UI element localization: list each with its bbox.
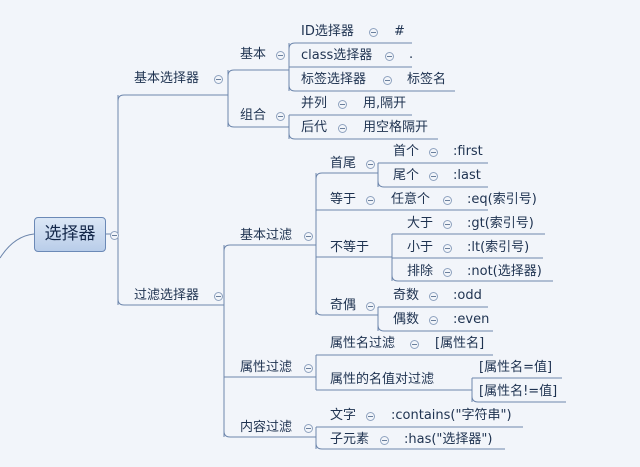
node-gt-value[interactable]: :gt(索引号) (467, 216, 534, 231)
node-contains-value[interactable]: :contains("字符串") (391, 408, 512, 423)
node-last-value[interactable]: :last (453, 168, 481, 183)
node-descendant-value[interactable]: 用空格隔开 (363, 120, 429, 135)
node-odd-even[interactable]: 奇偶 (330, 298, 357, 313)
node-tag-value[interactable]: 标签名 (407, 72, 447, 87)
root-node-selector[interactable]: 选择器 (34, 217, 106, 252)
collapse-toggle-icon[interactable] (276, 51, 285, 60)
collapse-toggle-icon[interactable] (338, 100, 347, 109)
node-text[interactable]: 文字 (330, 408, 357, 423)
node-equal[interactable]: 等于 (330, 192, 357, 207)
node-last[interactable]: 尾个 (393, 168, 420, 183)
collapse-toggle-icon[interactable] (443, 268, 452, 277)
collapse-toggle-icon[interactable] (380, 436, 389, 445)
collapse-toggle-icon[interactable] (410, 340, 419, 349)
collapse-toggle-icon[interactable] (304, 364, 313, 373)
node-attr-eq-value[interactable]: [属性名=值] (479, 360, 553, 375)
collapse-toggle-icon[interactable] (214, 75, 223, 84)
link-basic-selector (117, 94, 210, 102)
node-basic-filter[interactable]: 基本过滤 (240, 228, 293, 243)
collapse-toggle-icon[interactable] (443, 220, 452, 229)
node-any[interactable]: 任意个 (391, 192, 431, 207)
node-exclude[interactable]: 排除 (407, 264, 434, 279)
node-parallel[interactable]: 并列 (301, 96, 328, 111)
node-not-value[interactable]: :not(选择器) (467, 264, 542, 279)
node-filter-selector[interactable]: 过滤选择器 (134, 288, 200, 303)
node-even[interactable]: 偶数 (393, 312, 420, 327)
collapse-toggle-icon[interactable] (443, 196, 452, 205)
node-less[interactable]: 小于 (407, 240, 434, 255)
node-id-value[interactable]: # (394, 24, 405, 39)
node-lt-value[interactable]: :lt(索引号) (467, 240, 530, 255)
node-attr-neq-value[interactable]: [属性名!=值] (479, 384, 558, 399)
collapse-toggle-icon[interactable] (429, 292, 438, 301)
node-combination[interactable]: 组合 (240, 108, 267, 123)
collapse-toggle-icon[interactable] (429, 172, 438, 181)
node-head-tail[interactable]: 首尾 (330, 156, 357, 171)
node-attr-namevalue-filter[interactable]: 属性的名值对过滤 (330, 372, 435, 387)
node-even-value[interactable]: :even (453, 312, 490, 327)
node-first-value[interactable]: :first (453, 144, 483, 159)
node-basic[interactable]: 基本 (240, 47, 267, 62)
node-content-filter[interactable]: 内容过滤 (240, 420, 293, 435)
collapse-toggle-icon[interactable] (366, 160, 375, 169)
node-child-element[interactable]: 子元素 (330, 432, 370, 447)
collapse-toggle-icon[interactable] (366, 302, 375, 311)
collapse-toggle-icon[interactable] (366, 196, 375, 205)
node-eq-value[interactable]: :eq(索引号) (467, 192, 537, 207)
node-not-equal[interactable]: 不等于 (330, 240, 370, 255)
root-incoming-line (0, 233, 35, 259)
collapse-toggle-icon[interactable] (276, 112, 285, 121)
collapse-toggle-icon[interactable] (429, 316, 438, 325)
collapse-toggle-icon[interactable] (443, 244, 452, 253)
node-id-selector[interactable]: ID选择器 (301, 24, 354, 39)
collapse-toggle-icon[interactable] (304, 232, 313, 241)
node-first[interactable]: 首个 (393, 144, 420, 159)
node-attr-name-filter[interactable]: 属性名过滤 (330, 336, 396, 351)
node-class-value[interactable]: . (409, 47, 414, 62)
collapse-toggle-icon[interactable] (369, 28, 378, 37)
node-attr-name-value[interactable]: [属性名] (435, 336, 485, 351)
node-has-value[interactable]: :has("选择器") (404, 432, 493, 447)
collapse-toggle-icon[interactable] (385, 52, 394, 61)
node-odd[interactable]: 奇数 (393, 288, 420, 303)
collapse-toggle-icon[interactable] (338, 124, 347, 133)
collapse-toggle-icon[interactable] (429, 148, 438, 157)
collapse-toggle-icon[interactable] (366, 412, 375, 421)
collapse-toggle-icon[interactable] (304, 424, 313, 433)
collapse-toggle-icon[interactable] (383, 76, 392, 85)
node-parallel-value[interactable]: 用,隔开 (363, 96, 407, 111)
node-descendant[interactable]: 后代 (301, 120, 328, 135)
node-odd-value[interactable]: :odd (453, 288, 482, 303)
collapse-toggle-icon[interactable] (110, 231, 119, 240)
node-attribute-filter[interactable]: 属性过滤 (240, 360, 293, 375)
link-filter-selector (117, 298, 210, 306)
node-class-selector[interactable]: class选择器 (301, 48, 373, 63)
node-basic-selector[interactable]: 基本选择器 (134, 71, 200, 86)
node-tag-selector[interactable]: 标签选择器 (301, 72, 367, 87)
node-greater[interactable]: 大于 (407, 216, 434, 231)
collapse-toggle-icon[interactable] (214, 292, 223, 301)
